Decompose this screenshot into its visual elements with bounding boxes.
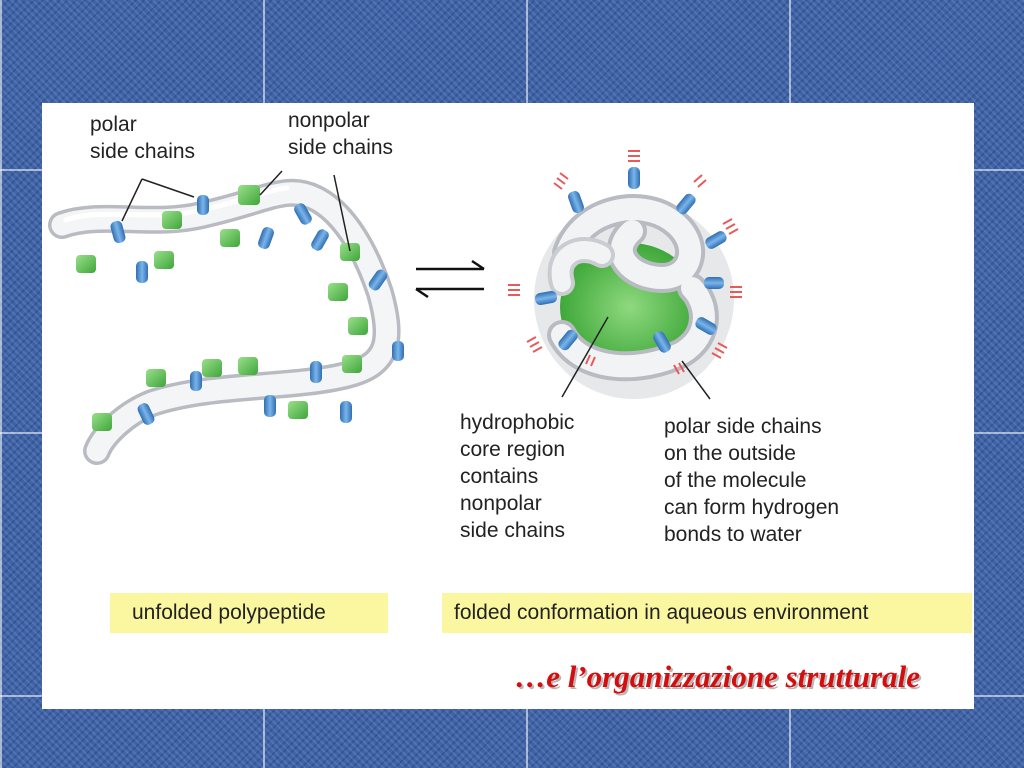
- water-hydrogen-bond-marks: [508, 150, 742, 375]
- polar-side-chain: [534, 290, 558, 306]
- nonpolar-side-chain: [348, 317, 368, 335]
- nonpolar-side-chain: [146, 369, 166, 387]
- outside-label-leader: [681, 360, 711, 400]
- polar-side-chain: [392, 341, 404, 361]
- polar-side-chain: [705, 231, 727, 249]
- nonpolar-side-chain: [76, 255, 96, 273]
- unfolded-polypeptide: [48, 170, 404, 465]
- equilibrium-arrows: [415, 259, 485, 299]
- nonpolar-side-chain: [202, 359, 222, 377]
- slide-title: …e l’organizzazione strutturale: [515, 659, 920, 694]
- polar-side-chain: [294, 203, 312, 225]
- nonpolar-side-chain: [162, 211, 182, 229]
- nonpolar-side-chain: [238, 185, 260, 205]
- core-label-leader: [561, 316, 609, 398]
- nonpolar-side-chain: [92, 413, 112, 431]
- polar-side-chain: [264, 395, 276, 417]
- nonpolar-side-chain: [238, 357, 258, 375]
- polar-side-chain: [310, 361, 322, 383]
- polar-outside-label: polar side chains on the outside of the …: [664, 415, 840, 546]
- polar-side-chain: [704, 277, 724, 289]
- polar-side-chain: [136, 261, 148, 283]
- polar-side-chain: [258, 227, 274, 249]
- folded-caption: folded conformation in aqueous environme…: [442, 593, 972, 633]
- polar-side-chain: [558, 329, 578, 351]
- slide-panel: polar side chains nonpolar side chains h…: [42, 103, 974, 709]
- nonpolar-side-chain: [220, 229, 240, 247]
- unfolded-caption: unfolded polypeptide: [110, 593, 388, 633]
- polar-side-chain: [568, 191, 584, 213]
- polar-side-chain: [368, 269, 388, 291]
- polar-side-chain: [190, 371, 202, 391]
- nonpolar-side-chain: [154, 251, 174, 269]
- protein-folding-diagram: [48, 150, 742, 465]
- nonpolar-side-chain: [328, 283, 348, 301]
- nonpolar-label-leader: [259, 170, 351, 252]
- unfolded-backbone: [51, 182, 398, 462]
- nonpolar-side-chain: [340, 243, 360, 261]
- polar-label-leader: [121, 178, 195, 222]
- nonpolar-side-chain: [342, 355, 362, 373]
- polar-side-chains-label: polar side chains: [90, 113, 196, 163]
- polar-side-chain: [340, 401, 352, 423]
- folded-protein: [508, 150, 742, 400]
- polar-side-chain: [197, 195, 209, 215]
- nonpolar-side-chains-label: nonpolar side chains: [288, 109, 394, 159]
- polar-side-chain: [676, 193, 696, 215]
- polar-side-chain: [653, 331, 671, 353]
- polar-side-chain: [311, 229, 329, 251]
- polar-side-chain: [628, 167, 640, 189]
- polar-side-chain: [137, 403, 155, 425]
- hydrophobic-core-label: hydrophobic core region contains nonpola…: [460, 411, 575, 542]
- polar-side-chain: [110, 220, 126, 244]
- polar-side-chain: [695, 317, 717, 335]
- nonpolar-side-chain: [288, 401, 308, 419]
